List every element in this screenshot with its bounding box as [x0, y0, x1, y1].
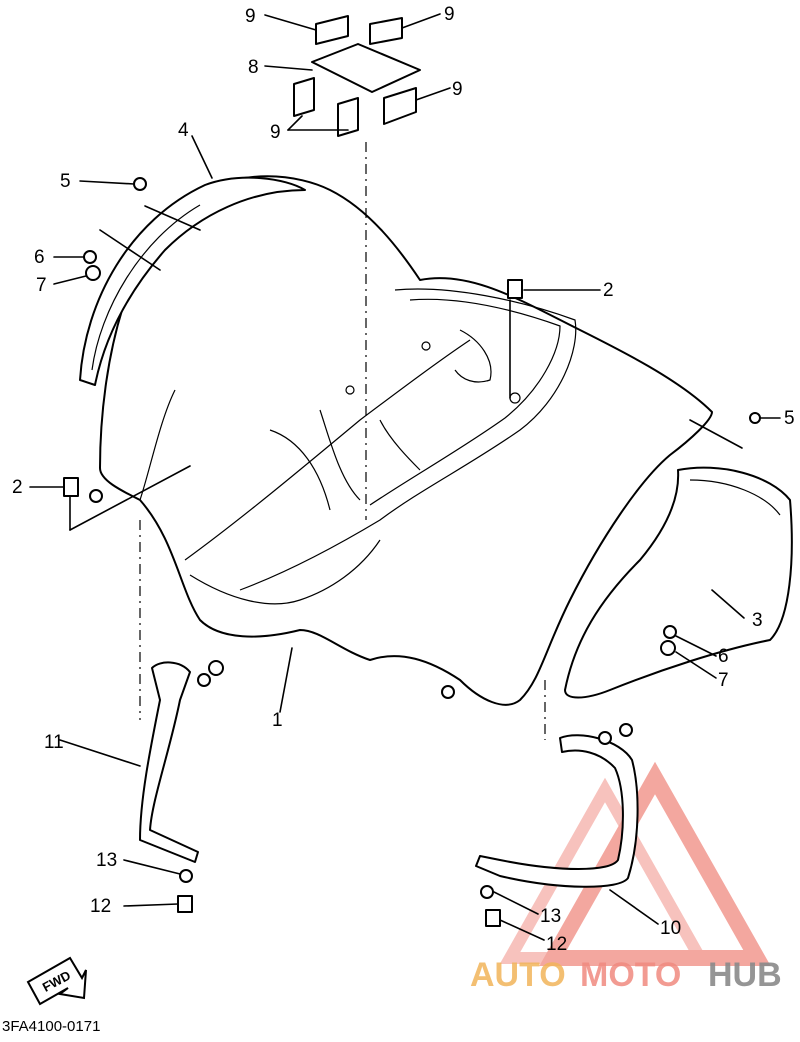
part-code: 3FA4100-0171 [2, 1018, 100, 1035]
leader-lines [29, 13, 781, 941]
callout-9: 9 [245, 6, 256, 27]
watermark-moto: MOTO [580, 956, 681, 994]
callout-11: 11 [44, 732, 64, 753]
watermark-hub: HUB [708, 956, 782, 994]
callout-7: 7 [718, 670, 729, 691]
carrier-bars [139, 661, 639, 888]
callout-5: 5 [60, 171, 71, 192]
callout-labels: 9 9 8 9 9 4 5 6 7 2 2 5 3 6 7 1 11 13 12… [12, 4, 795, 955]
callout-2: 2 [603, 280, 614, 301]
callout-10: 10 [660, 918, 681, 939]
callout-1: 1 [272, 710, 283, 731]
reflector-parts [293, 15, 421, 137]
callout-5: 5 [784, 408, 795, 429]
callout-7: 7 [36, 275, 47, 296]
watermark-auto: AUTO [470, 956, 566, 994]
callout-6: 6 [718, 646, 729, 667]
callout-12: 12 [90, 896, 111, 917]
callout-13: 13 [96, 850, 117, 871]
callout-9: 9 [270, 122, 281, 143]
callout-9: 9 [444, 4, 455, 25]
fwd-arrow: FWD [26, 956, 87, 1006]
right-fender-flap [564, 466, 793, 699]
watermark-text: AUTO MOTO HUB [470, 956, 782, 994]
callout-8: 8 [248, 57, 259, 78]
callout-2: 2 [12, 477, 23, 498]
callout-6: 6 [34, 247, 45, 268]
callout-9: 9 [452, 79, 463, 100]
callout-3: 3 [752, 610, 763, 631]
callout-12: 12 [546, 934, 567, 955]
callout-13: 13 [540, 906, 561, 927]
rear-fender [99, 175, 713, 706]
callout-4: 4 [178, 120, 189, 141]
